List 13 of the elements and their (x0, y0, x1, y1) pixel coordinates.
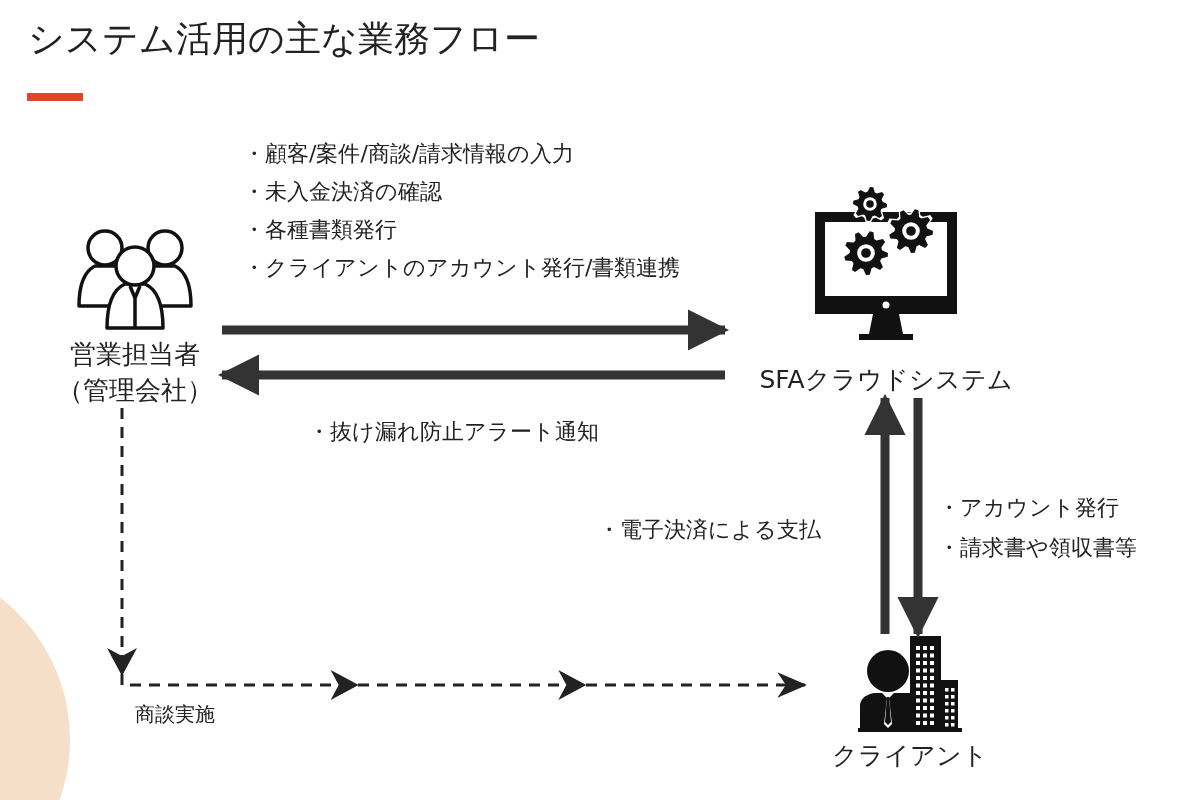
bullet-text: ・アカウント発行 (938, 494, 1119, 522)
node-label: クライアント (832, 740, 988, 772)
bullet-text: ・クライアントのアカウント発行/書類連携 (243, 254, 681, 282)
bullet-text: ・抜け漏れ防止アラート通知 (308, 418, 599, 446)
bullet-text: ・顧客/案件/商談/請求情報の入力 (243, 140, 575, 168)
bullet-text: ・未入金決済の確認 (243, 178, 442, 206)
node-label: （管理会社） (57, 374, 213, 407)
node-label: SFAクラウドシステム (759, 364, 1013, 396)
bullet-text: ・請求書や領収書等 (938, 534, 1137, 562)
bullet-text: ・電子決済による支払 (598, 516, 821, 544)
node-label: 営業担当者 (70, 338, 200, 371)
title: システム活用の主な業務フロー (28, 17, 540, 61)
bullet-text: ・各種書類発行 (243, 216, 397, 244)
